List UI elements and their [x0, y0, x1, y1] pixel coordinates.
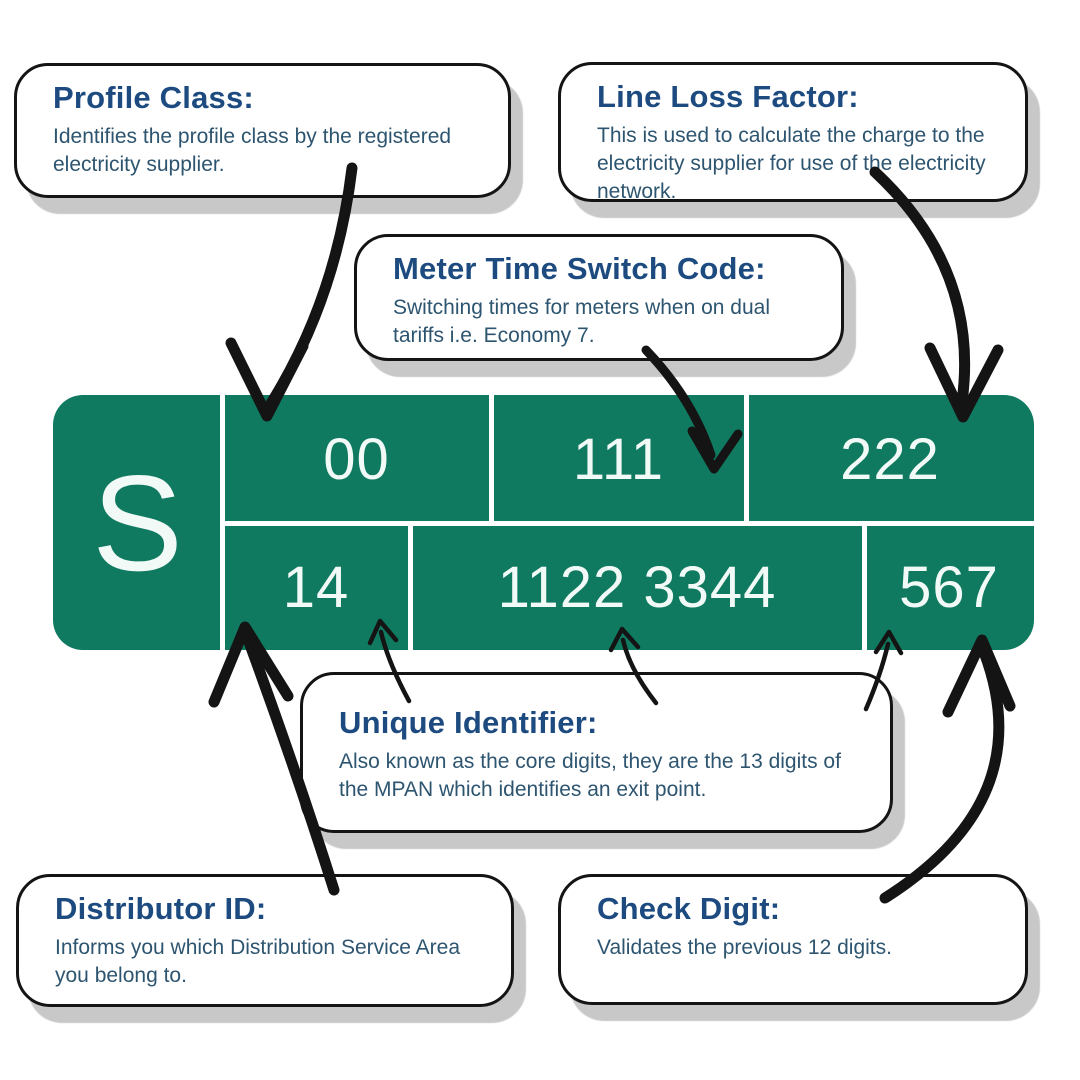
line-loss-factor-title: Line Loss Factor:	[597, 79, 859, 114]
divider-top-1	[489, 395, 494, 521]
mpan-cell-line-loss-factor: 222	[840, 426, 940, 492]
callout-distributor-id: Distributor ID: Informs you which Distri…	[16, 874, 514, 1007]
arrow-check-digit-to-567	[879, 634, 1016, 904]
divider-horizontal-rows	[220, 521, 1034, 526]
distributor-id-description: Informs you which Distribution Service A…	[55, 936, 460, 987]
mpan-cell-supplier: S	[92, 446, 183, 599]
profile-class-description: Identifies the profile class by the regi…	[53, 125, 452, 176]
mpan-cell-profile-class: 00	[323, 426, 390, 492]
distributor-id-title: Distributor ID:	[55, 891, 267, 926]
mpan-cell-unique-identifier: 1122 3344	[497, 555, 777, 620]
unique-identifier-description: Also known as the core digits, they are …	[339, 750, 841, 801]
callout-line-loss-factor: Line Loss Factor: This is used to calcul…	[558, 62, 1028, 203]
line-loss-factor-description: This is used to calculate the charge to …	[597, 124, 986, 203]
mpan-cell-meter-time-switch-code: 111	[572, 426, 665, 492]
check-digit-description: Validates the previous 12 digits.	[597, 936, 892, 959]
arrow-profile-class-to-00	[225, 162, 358, 422]
divider-top-2	[744, 395, 749, 521]
callout-profile-class: Profile Class: Identifies the profile cl…	[14, 63, 511, 198]
arrow-line-loss-factor-to-222	[869, 166, 1004, 423]
callout-unique-identifier: Unique Identifier: Also known as the cor…	[300, 672, 893, 833]
divider-bottom-1	[408, 526, 413, 650]
check-digit-title: Check Digit:	[597, 891, 781, 926]
divider-bottom-2	[862, 526, 867, 650]
meter-time-switch-code-description: Switching times for meters when on dual …	[393, 296, 771, 347]
mpan-table: S 00 111 222 14 1122 3344 567	[53, 395, 1034, 650]
mpan-cell-check-digit: 567	[899, 555, 999, 620]
callout-check-digit: Check Digit: Validates the previous 12 d…	[558, 874, 1028, 1005]
unique-identifier-title: Unique Identifier:	[339, 705, 598, 740]
meter-time-switch-code-title: Meter Time Switch Code:	[393, 251, 766, 286]
profile-class-title: Profile Class:	[53, 80, 254, 115]
mpan-cell-distributor-id: 14	[282, 555, 350, 620]
callout-meter-time-switch-code: Meter Time Switch Code: Switching times …	[354, 234, 844, 361]
